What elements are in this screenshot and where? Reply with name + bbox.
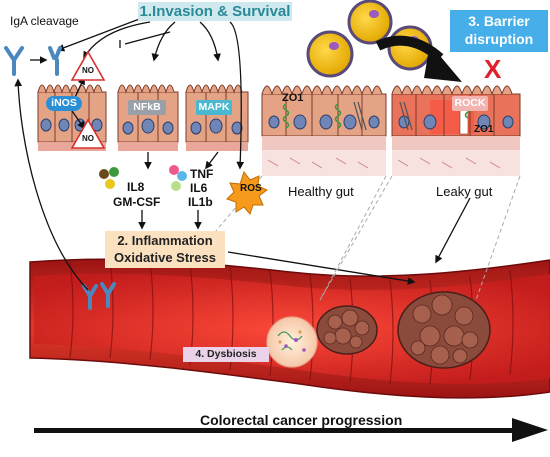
x-mark: X [484, 54, 502, 84]
il1b-label: IL1b [188, 195, 213, 209]
iga-antibody-icon [4, 46, 62, 76]
cytokine-dots [99, 165, 187, 191]
zo1-label-healthy: ZO1 [282, 92, 304, 104]
stage-2-line-2: Oxidative Stress [114, 250, 216, 265]
epithelium-panel-nfkb [117, 84, 179, 151]
bacteria-cluster [306, 0, 433, 78]
stage-3-line-2: disruption [464, 31, 534, 47]
colon [29, 258, 550, 399]
leaky-gut-panel [391, 85, 521, 176]
stage-3-label: 3. Barrier disruption [450, 10, 548, 52]
no-triangles [70, 50, 106, 149]
healthy-gut-label: Healthy gut [288, 184, 354, 199]
ros-label: ROS [240, 183, 262, 194]
progression-arrow [34, 418, 548, 442]
tnf-label: TNF [190, 167, 214, 181]
zo1-label-leaky: ZO1 [474, 124, 494, 135]
stage-2-label: 2. Inflammation Oxidative Stress [105, 231, 225, 268]
pathway-arrows [14, 17, 471, 291]
stage-3-line-1: 3. Barrier [468, 13, 530, 29]
nfkb-chip: NFkB [128, 100, 166, 115]
gmcsf-label: GM-CSF [113, 195, 161, 209]
ros-star-icon [226, 170, 268, 215]
antibody-icon [82, 282, 116, 310]
progression-label: Colorectal cancer progression [200, 412, 403, 428]
iga-cleavage-label: IgA cleavage [10, 14, 79, 28]
mapk-chip: MAPK [196, 100, 232, 115]
no-label-bottom: NO [82, 134, 94, 143]
stage-1-label: 1.Invasion & Survival [138, 2, 292, 21]
healthy-gut-panel [261, 85, 387, 176]
rock-chip: ROCK [452, 96, 488, 111]
no-label-top: NO [82, 66, 94, 75]
dysbiosis-bubble [266, 316, 318, 368]
il8-label: IL8 [127, 180, 145, 194]
il6-label: IL6 [190, 181, 208, 195]
stage-2-line-1: 2. Inflammation [117, 233, 213, 248]
stage-4-label: 4. Dysbiosis [183, 347, 269, 362]
epithelium-panel-mapk [185, 84, 249, 151]
inos-chip: iNOS [46, 96, 82, 111]
leaky-gut-label: Leaky gut [436, 184, 493, 199]
